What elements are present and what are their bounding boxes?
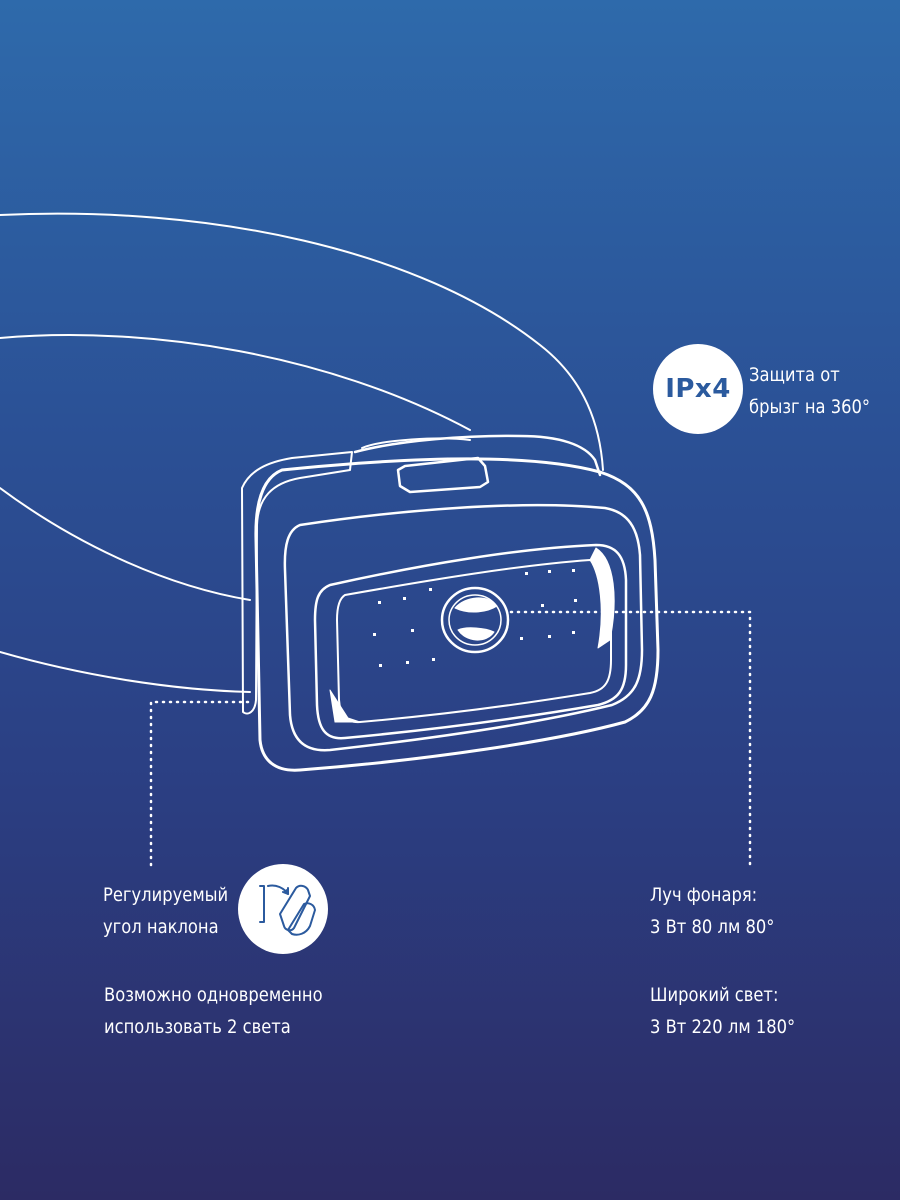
water-protection-line1: Защита от <box>749 364 840 386</box>
led-dots <box>373 569 577 667</box>
tilt-label: Регулируемый угол наклона <box>103 879 228 943</box>
beam-wide-line2: 3 Вт 220 лм 180° <box>650 1016 796 1038</box>
beam-spot-line2: 3 Вт 80 лм 80° <box>650 916 775 938</box>
beam-spot-label: Луч фонаря: 3 Вт 80 лм 80° <box>650 879 774 943</box>
tilt-line2: угол наклона <box>103 916 219 938</box>
dual-light-label: Возможно одновременно использовать 2 све… <box>104 979 323 1043</box>
water-protection-label: Защита от брызг на 360° <box>749 359 870 423</box>
callout-lines <box>149 610 752 870</box>
ipx4-badge: IPx4 <box>653 344 743 434</box>
dual-light-line2: использовать 2 света <box>104 1016 291 1038</box>
beam-spot-line1: Луч фонаря: <box>650 884 758 906</box>
dual-light-line1: Возможно одновременно <box>104 984 323 1006</box>
water-protection-line2: брызг на 360° <box>749 396 871 418</box>
beam-wide-line1: Широкий свет: <box>650 984 779 1006</box>
center-led <box>440 586 510 654</box>
headband <box>0 212 604 693</box>
lamp-body <box>241 434 660 772</box>
tilt-line1: Регулируемый <box>103 884 229 906</box>
tilt-angle-icon <box>238 864 328 954</box>
beam-wide-label: Широкий свет: 3 Вт 220 лм 180° <box>650 979 795 1043</box>
ipx4-badge-text: IPx4 <box>665 374 731 404</box>
